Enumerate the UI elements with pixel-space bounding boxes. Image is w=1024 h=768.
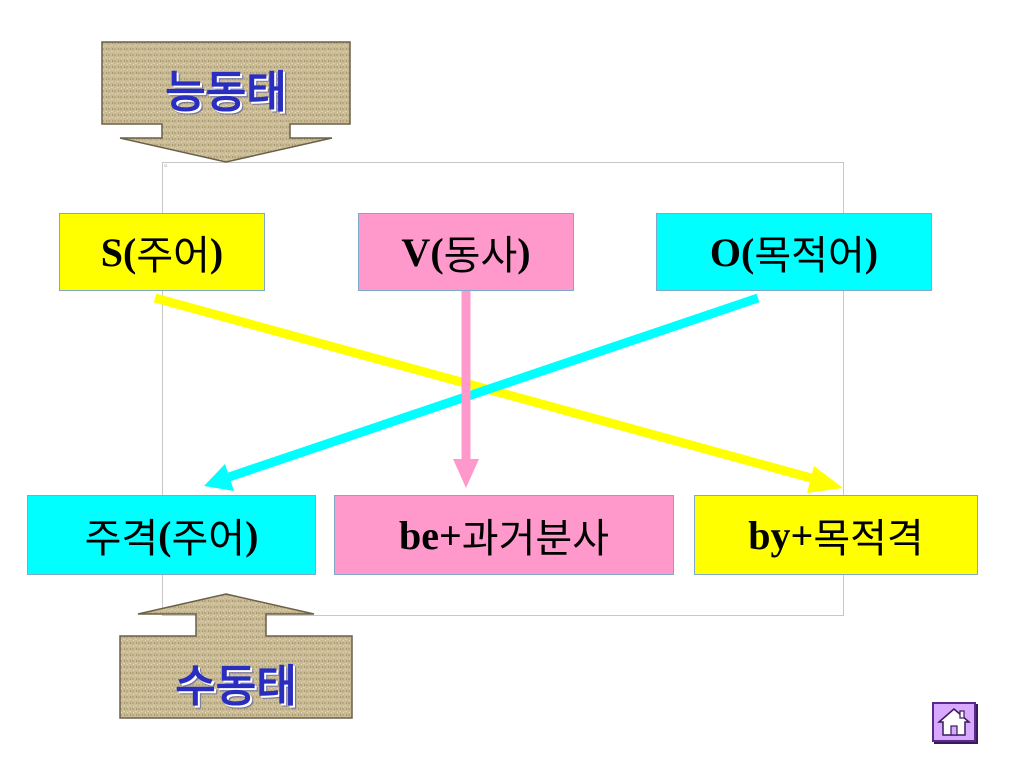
passive-subject-box: 주격(주어) — [27, 495, 316, 575]
verb-open-paren: ( — [430, 229, 444, 275]
home-button[interactable] — [932, 702, 976, 742]
subject-to-agent-arrowhead — [807, 466, 843, 493]
object-box: O(목적어) — [656, 213, 932, 291]
verb-korean: 동사 — [443, 233, 518, 279]
home-icon — [936, 708, 972, 736]
object-open-paren: ( — [741, 229, 755, 275]
verb-latin: V — [401, 229, 431, 275]
object-korean: 목적어 — [754, 233, 865, 279]
active-voice-arrow-shape — [101, 41, 351, 163]
passive-voice-arrow-shape — [119, 593, 353, 719]
passive-subject-korean: 주격 — [84, 516, 159, 562]
object-to-subject-arrowhead — [204, 464, 234, 491]
object-latin: O — [709, 229, 742, 275]
agent-box: by+목적격 — [694, 495, 978, 575]
passive-verb-box: be+과거분사 — [334, 495, 674, 575]
subject-korean: 주어 — [136, 233, 210, 279]
passive-verb-korean: 과거분사 — [461, 516, 609, 562]
passive-subject-open-paren: ( — [158, 512, 172, 558]
agent-korean: 목적격 — [813, 516, 924, 562]
object-to-subject-arrow — [224, 293, 760, 483]
verb-box: V(동사) — [358, 213, 574, 291]
passive-voice-label: 수동태 — [175, 661, 297, 712]
subject-latin: S — [100, 229, 123, 275]
verb-close-paren: ) — [517, 229, 531, 275]
subject-close-paren: ) — [209, 229, 224, 275]
passive-subject-close-paren: ) — [245, 512, 259, 558]
subject-box: S(주어) — [59, 213, 265, 291]
agent-latin: by+ — [748, 512, 814, 558]
verb-to-participle-arrowhead — [453, 459, 479, 488]
frame-corner-mark: ▫ — [164, 163, 168, 169]
content-frame: ▫ — [162, 162, 844, 616]
subject-open-paren: ( — [122, 229, 137, 275]
passive-subject-inner: 주어 — [171, 516, 246, 562]
object-close-paren: ) — [864, 229, 879, 275]
active-voice-label: 능동태 — [165, 67, 287, 118]
passive-verb-latin: be+ — [399, 512, 462, 558]
